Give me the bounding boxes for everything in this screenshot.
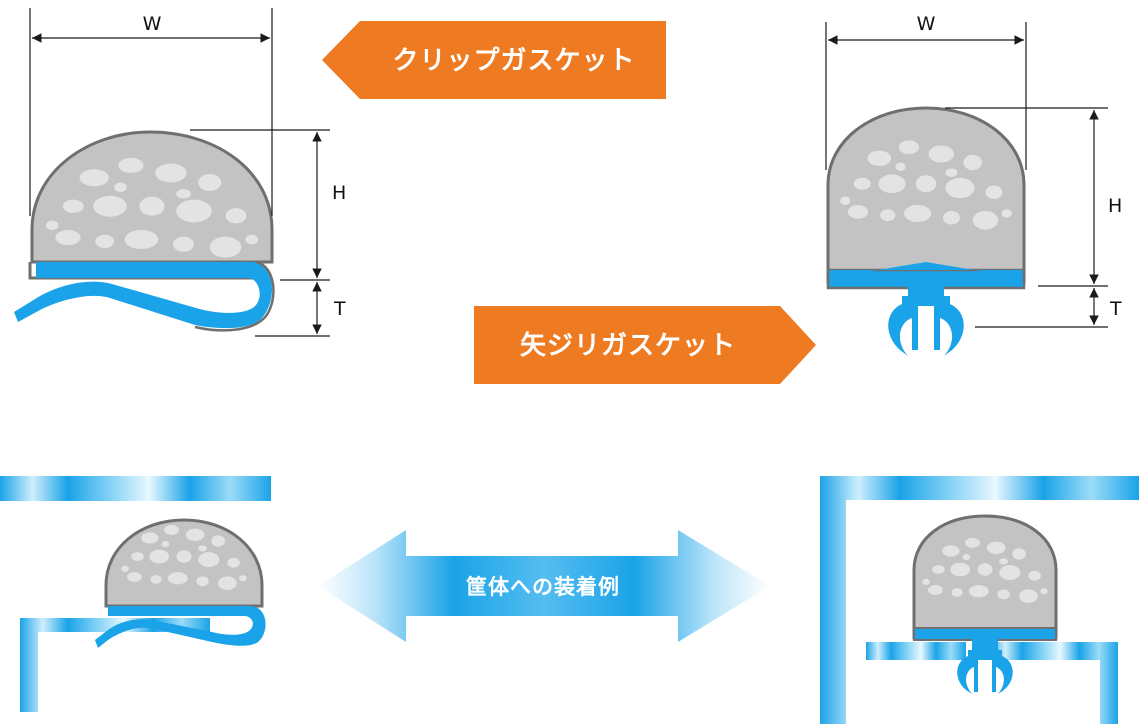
housing-panel-right-b xyxy=(990,642,1118,724)
arrow-gasket-drawing xyxy=(826,106,1026,356)
mounted-arrow-barb xyxy=(957,636,1013,694)
clip-mounting-example xyxy=(0,476,271,712)
arrow-gasket-title: 矢ジリガスケット xyxy=(520,330,736,361)
mounting-example-label: 筐体への装着例 xyxy=(466,575,620,599)
mounted-clip-body xyxy=(95,606,266,648)
arrow-mounting-example xyxy=(820,476,1139,724)
arrow-gasket-banner: 矢ジリガスケット xyxy=(474,306,816,384)
clip-gasket-drawing xyxy=(14,130,275,332)
clip-height-label: H xyxy=(332,182,346,204)
arrow-gasket-barb xyxy=(888,280,964,356)
arrow-thickness-label: T xyxy=(1109,298,1122,320)
clip-thickness-label: T xyxy=(333,298,346,320)
arrow-height-label: H xyxy=(1108,195,1122,217)
clip-width-label: W xyxy=(143,13,162,35)
housing-top-panel-left xyxy=(0,476,271,501)
arrow-dimension-lines xyxy=(825,22,1108,328)
clip-dimension-lines xyxy=(29,8,330,337)
mounting-example-arrow: 筐体への装着例 xyxy=(318,530,770,642)
housing-bracket-left xyxy=(20,618,210,712)
arrow-width-label: W xyxy=(917,13,936,35)
clip-gasket-title: クリップガスケット xyxy=(392,46,635,76)
housing-panel-right-a xyxy=(866,642,966,660)
clip-gasket-banner: クリップガスケット xyxy=(322,21,666,99)
clip-gasket-clip xyxy=(14,262,273,329)
